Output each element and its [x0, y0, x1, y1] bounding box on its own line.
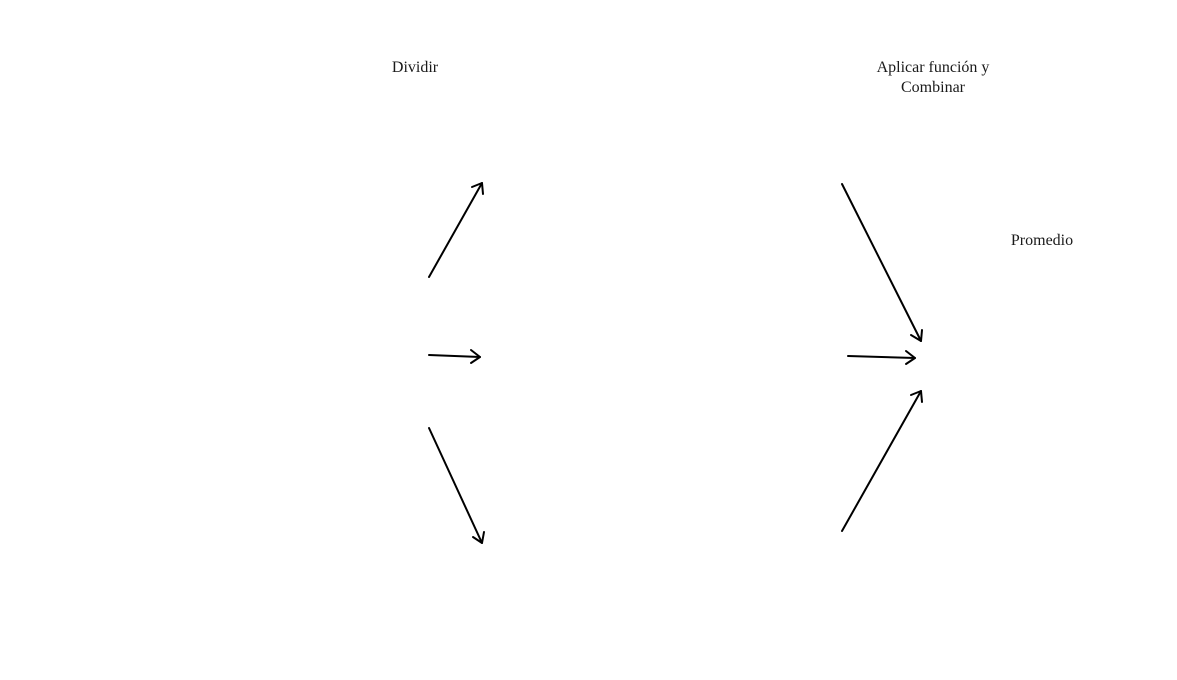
split-arrow-middle	[428, 349, 481, 364]
result-label: Promedio	[1010, 232, 1074, 249]
combine-arrow-from-top	[841, 183, 923, 342]
split-arrow-up	[428, 182, 484, 278]
split-arrow-down	[428, 427, 485, 544]
combine-arrow-from-middle	[847, 350, 916, 365]
apply-combine-step-label: Aplicar función y Combinar	[876, 59, 990, 96]
combine-arrow-from-bottom	[841, 390, 923, 532]
split-step-label: Dividir	[391, 59, 439, 76]
